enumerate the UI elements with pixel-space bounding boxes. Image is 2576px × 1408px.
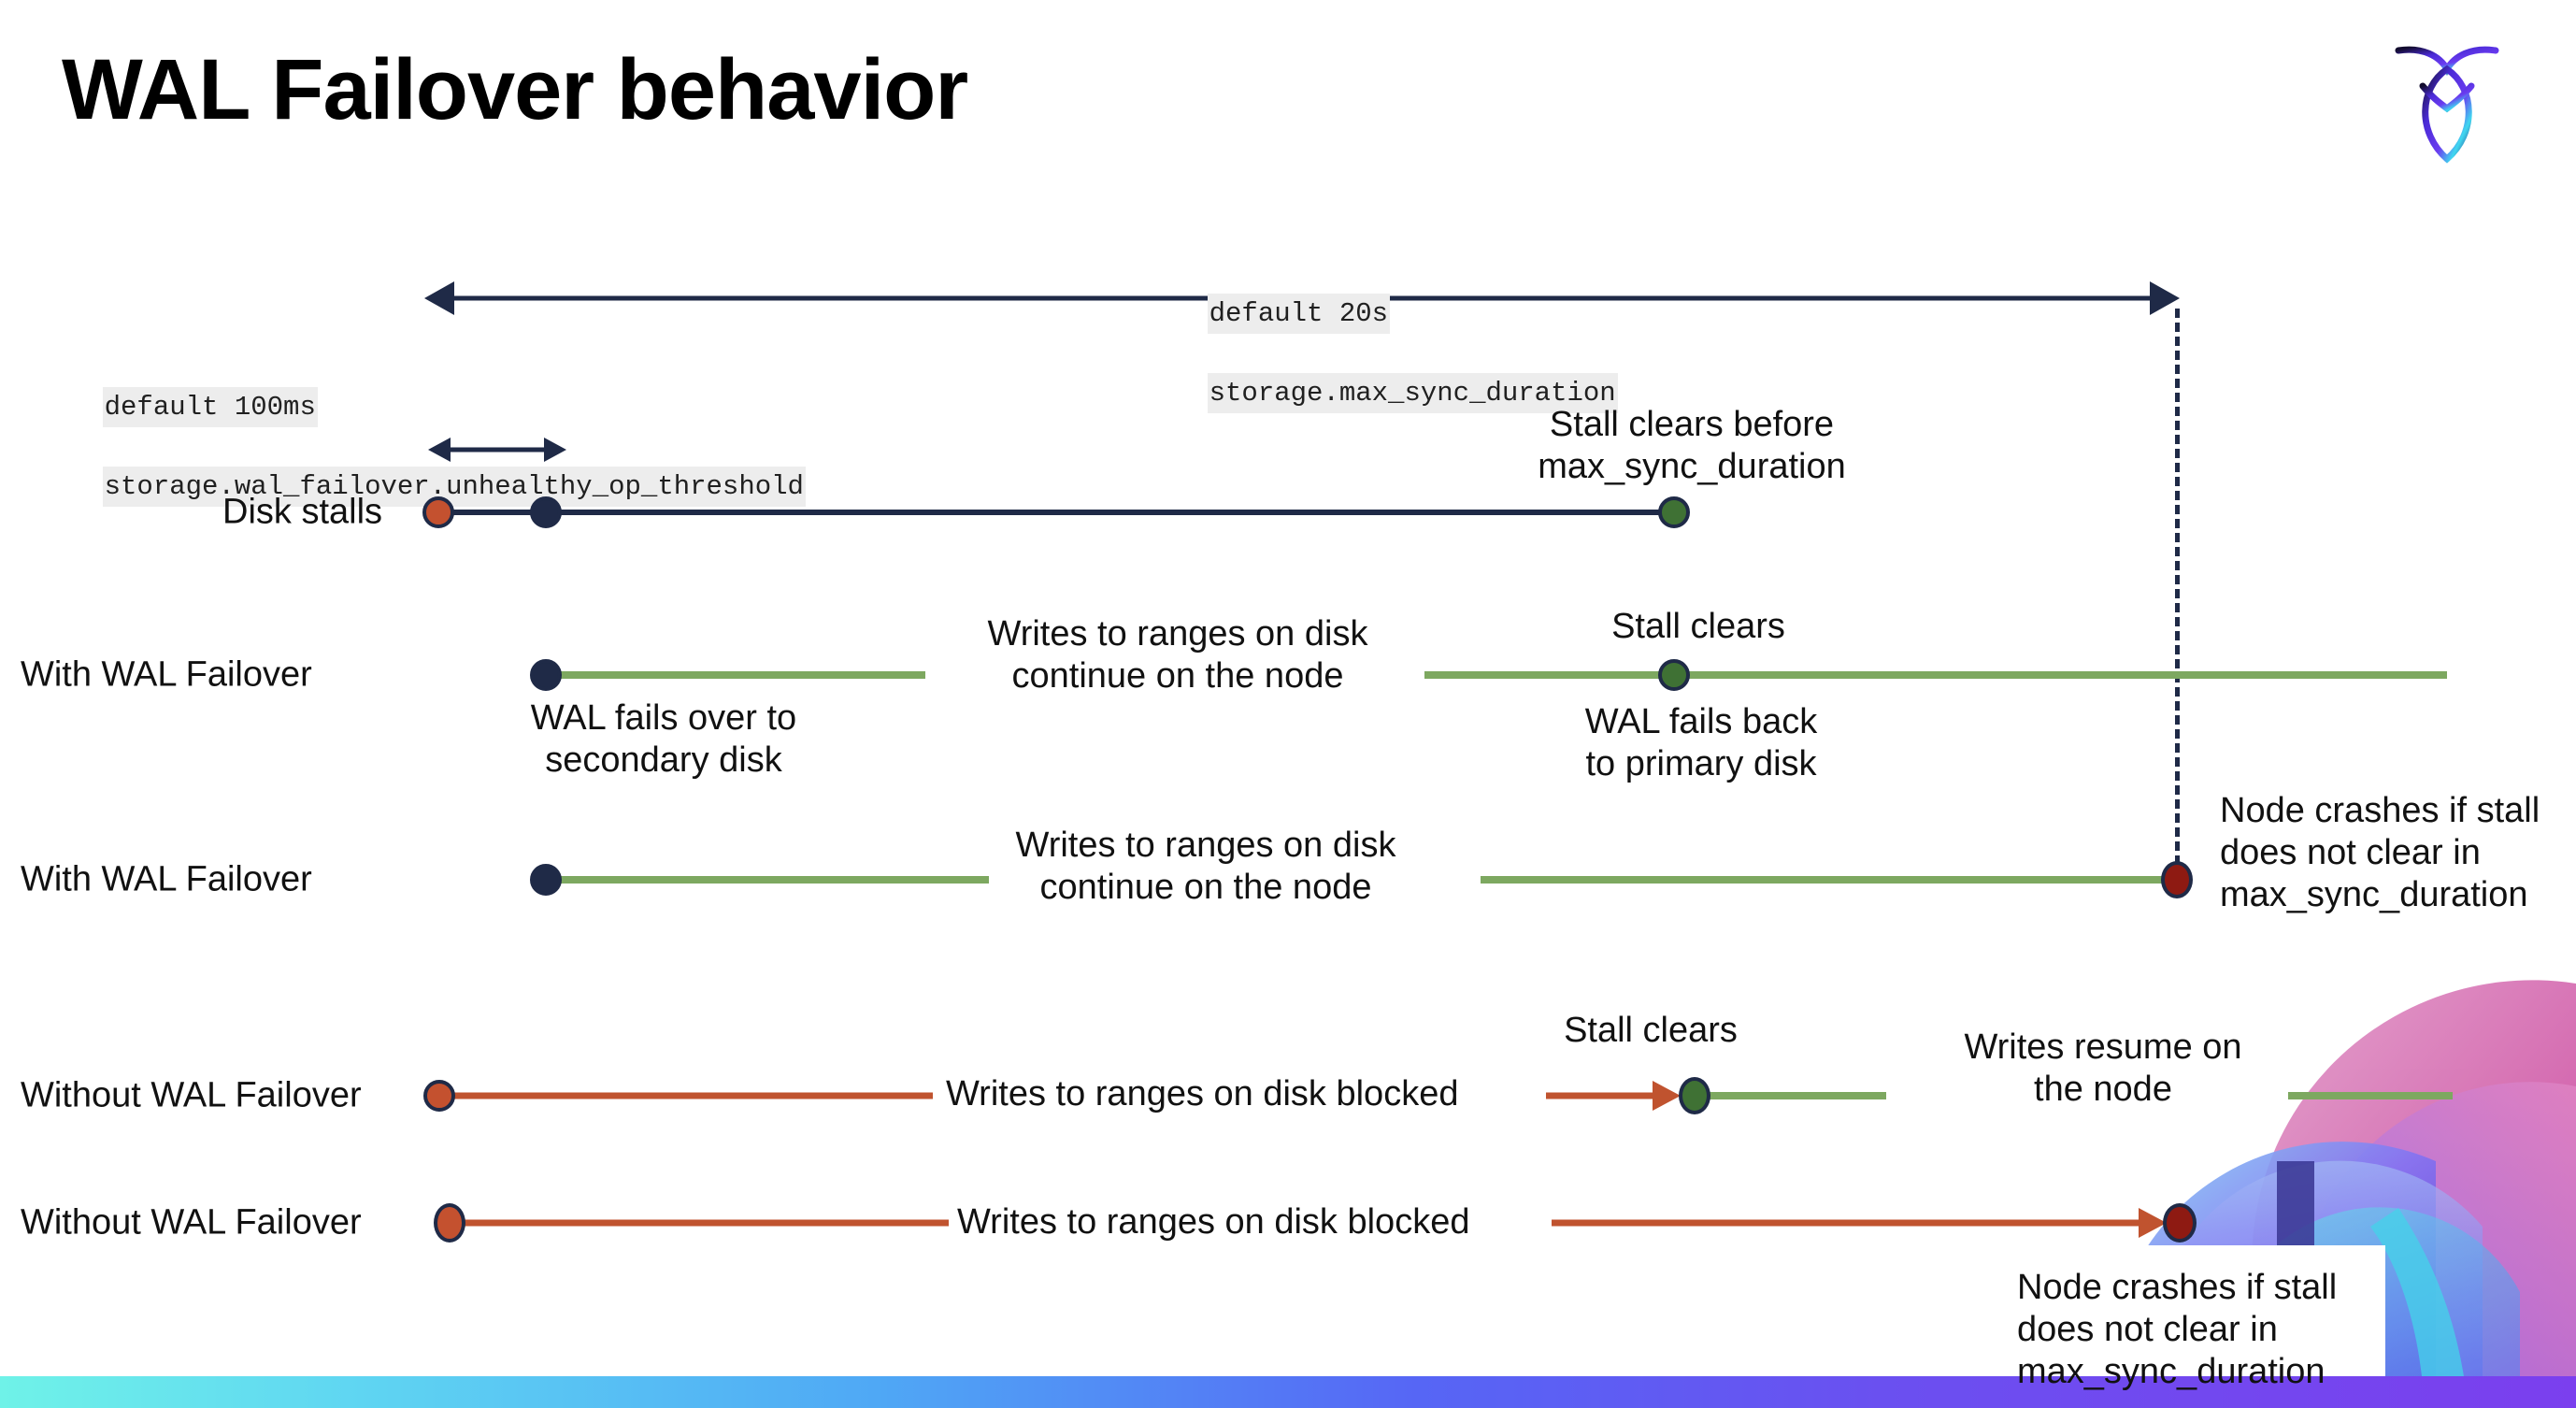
- unhealthy-op-threshold-left-arrowhead: [428, 438, 451, 462]
- unhealthy-op-threshold-span-line: [450, 447, 547, 453]
- disk-stalls-failover-dot: [530, 496, 562, 528]
- unhealthy-op-threshold-default-label: default 100ms: [102, 387, 318, 428]
- without-wal-failover-crashes-blocked-line-1: [450, 1219, 949, 1227]
- note-wal-fails-back: WAL fails back to primary disk: [1584, 702, 1818, 783]
- row-label-disk-stalls: Disk stalls: [222, 492, 383, 532]
- without-wal-failover-crashes-blocked-line-2: [1552, 1219, 2157, 1227]
- note-node-crashes-row3: Node crashes if stall does not clear in …: [2220, 791, 2540, 914]
- with-wal-failover-recovers-clear-dot: [1658, 659, 1690, 691]
- with-wal-failover-crashes-segment-2: [1481, 876, 2180, 884]
- note-node-crashes-row5: Node crashes if stall does not clear in …: [2017, 1268, 2338, 1391]
- max-sync-duration-dashed-guide: [2175, 309, 2180, 879]
- with-wal-failover-crashes-crash-dot: [2161, 861, 2193, 898]
- without-wal-failover-recovers-clear-dot: [1679, 1077, 1710, 1114]
- unhealthy-op-threshold-right-arrowhead: [544, 438, 566, 462]
- note-writes-continue-recovers: Writes to ranges on disk continue on the…: [987, 614, 1368, 696]
- note-stall-clears-row4: Stall clears: [1564, 1011, 1738, 1050]
- note-writes-blocked-row5: Writes to ranges on disk blocked: [957, 1202, 1470, 1242]
- with-wal-failover-recovers-segment-2: [1424, 671, 2447, 679]
- page-title: WAL Failover behavior: [62, 42, 968, 137]
- unhealthy-op-threshold-setting-name: storage.wal_failover.unhealthy_op_thresh…: [102, 466, 806, 507]
- note-writes-blocked-row4: Writes to ranges on disk blocked: [946, 1074, 1459, 1113]
- without-wal-failover-recovers-blocked-line-1: [439, 1092, 933, 1099]
- max-sync-duration-annotation: default 20s storage.max_sync_duration: [1142, 255, 1618, 452]
- disk-stalls-clear-dot: [1658, 496, 1690, 528]
- max-sync-duration-right-arrowhead: [2150, 281, 2180, 315]
- row-label-without-wal-failover-recovers: Without WAL Failover: [21, 1075, 362, 1115]
- note-writes-continue-crashes: Writes to ranges on disk continue on the…: [1015, 826, 1396, 907]
- with-wal-failover-recovers-segment-1: [546, 671, 925, 679]
- note-stall-clears-before-max-sync: Stall clears before max_sync_duration: [1538, 405, 1846, 486]
- max-sync-duration-setting-name: storage.max_sync_duration: [1207, 372, 1618, 413]
- row-label-with-wal-failover-recovers: With WAL Failover: [21, 654, 312, 695]
- without-wal-failover-recovers-resume-line-1: [1699, 1092, 1886, 1099]
- disk-stalls-start-dot: [422, 496, 454, 528]
- spacer: [1944, 1369, 1945, 1370]
- with-wal-failover-crashes-segment-1: [546, 876, 989, 884]
- max-sync-duration-default-label: default 20s: [1207, 294, 1391, 335]
- without-wal-failover-crashes-crash-dot: [2163, 1203, 2197, 1243]
- without-wal-failover-crashes-start-dot: [434, 1203, 465, 1243]
- cockroachdb-logo-icon: [2382, 28, 2512, 168]
- note-wal-fails-over: WAL fails over to secondary disk: [530, 698, 797, 780]
- note-writes-resume: Writes resume on the node: [1964, 1027, 2242, 1109]
- with-wal-failover-recovers-failover-dot: [530, 659, 562, 691]
- without-wal-failover-recovers-blocked-line-2: [1546, 1092, 1671, 1099]
- without-wal-failover-crashes-arrowhead: [2139, 1208, 2167, 1238]
- without-wal-failover-recovers-resume-line-2: [2288, 1092, 2453, 1099]
- disk-stalls-timeline: [437, 510, 1675, 515]
- row-label-without-wal-failover-crashes: Without WAL Failover: [21, 1202, 362, 1243]
- max-sync-duration-left-arrowhead: [424, 281, 454, 315]
- row-label-with-wal-failover-crashes: With WAL Failover: [21, 859, 312, 899]
- with-wal-failover-crashes-failover-dot: [530, 864, 562, 896]
- bottom-gradient-bar: [0, 1376, 2576, 1408]
- unhealthy-op-threshold-annotation: default 100ms storage.wal_failover.unhea…: [37, 349, 806, 545]
- note-stall-clears-row2: Stall clears: [1611, 607, 1785, 646]
- without-wal-failover-recovers-start-dot: [423, 1080, 455, 1112]
- without-wal-failover-recovers-arrowhead: [1653, 1081, 1681, 1111]
